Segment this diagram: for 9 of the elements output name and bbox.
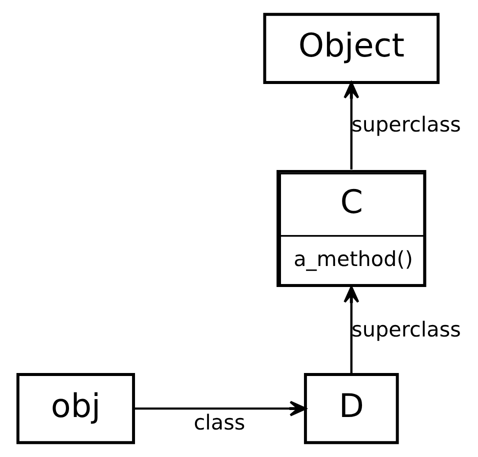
arrow xyxy=(134,400,306,416)
node-box: D xyxy=(303,373,398,444)
arrow xyxy=(343,82,359,170)
edge-label: superclass xyxy=(351,317,460,342)
edge-label: superclass xyxy=(351,112,460,137)
node-box: obj xyxy=(16,373,135,444)
arrow xyxy=(343,286,359,374)
node-box: Object xyxy=(262,12,440,84)
edge-label: class xyxy=(193,410,245,435)
